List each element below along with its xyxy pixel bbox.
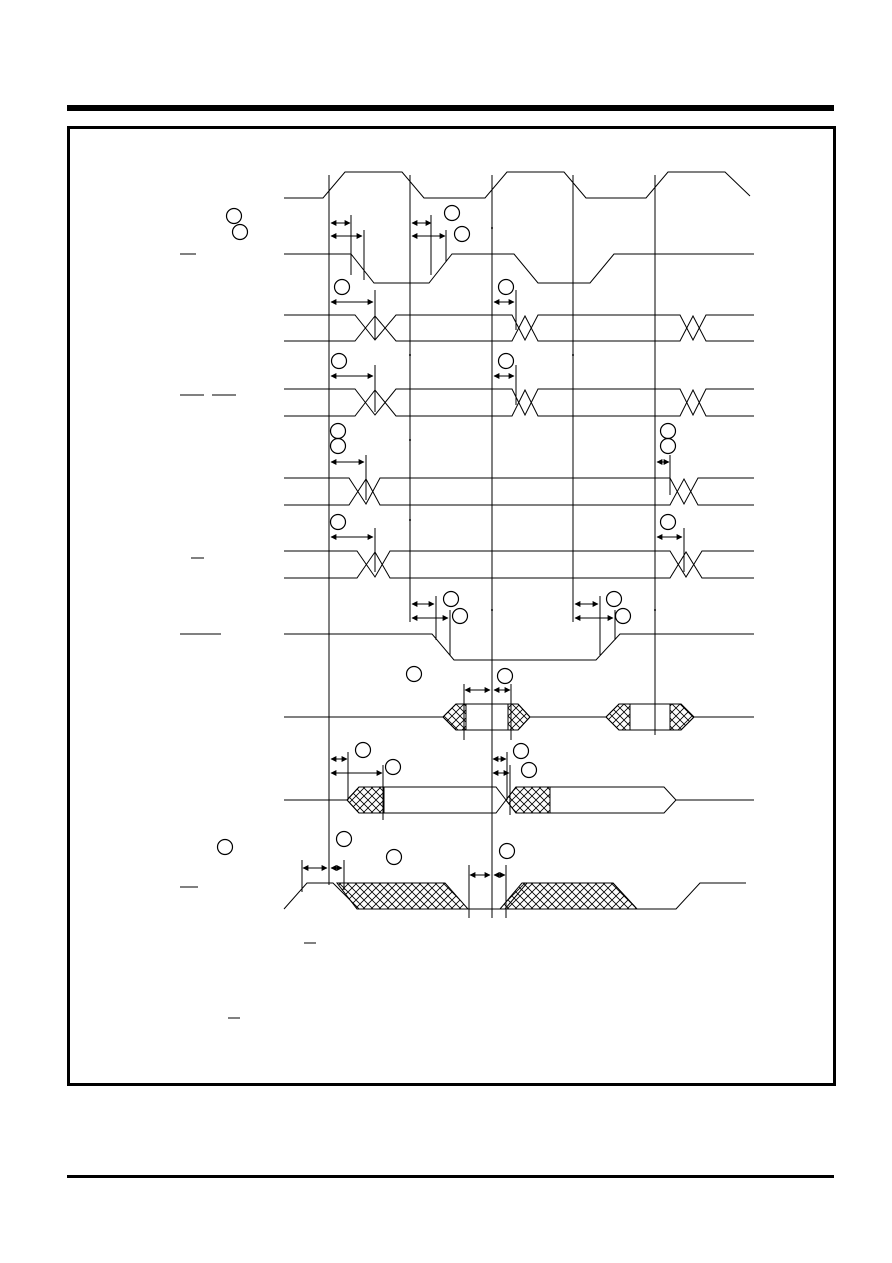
reference-lines	[328, 175, 656, 918]
circle-callout-icon	[231, 223, 249, 241]
signal-2-limits	[350, 215, 447, 280]
circle-callout-icon	[659, 513, 677, 531]
signal-9-hatch-1	[346, 786, 385, 814]
circle-callout-icon	[614, 607, 632, 625]
signal-7-waveform	[284, 633, 754, 661]
signal-9-arrows	[330, 756, 510, 776]
signal-10-limits	[301, 860, 507, 918]
signal-9-hatch-2	[505, 786, 551, 814]
signal-7-arrows	[411, 601, 614, 621]
circle-callout-icon	[335, 830, 353, 848]
circle-callout-icon	[329, 422, 347, 440]
circle-callout-icon	[443, 204, 461, 222]
circle-callout-icon	[659, 422, 677, 440]
circle-callout-icon	[333, 278, 351, 296]
signal-4-bus	[284, 388, 754, 417]
signal-10-arrows	[302, 865, 506, 878]
circle-callout-icons	[216, 204, 677, 866]
circle-callout-icon	[384, 758, 402, 776]
signal-3-bus	[284, 314, 754, 342]
signal-10-hatch-2	[498, 882, 639, 910]
circle-callout-icon	[216, 838, 234, 856]
circle-callout-icon	[497, 352, 515, 370]
circle-callout-icon	[442, 590, 460, 608]
circle-callout-icon	[329, 513, 347, 531]
circle-callout-icon	[329, 437, 347, 455]
circle-callout-icon	[659, 437, 677, 455]
circle-callout-icon	[496, 667, 514, 685]
circle-callout-icon	[520, 761, 538, 779]
signal-10-hatch-1	[335, 882, 470, 910]
signal-9-limits	[347, 752, 511, 820]
signal-2-arrows	[330, 220, 446, 239]
dot-markers	[409, 227, 656, 611]
signal-8-hatch-1a	[442, 703, 467, 731]
signal-8-hatch-2a	[605, 703, 631, 731]
signal-clock-waveform	[284, 171, 751, 199]
circle-callout-icon	[498, 842, 516, 860]
signal-8-hatch-1b	[507, 703, 531, 731]
circle-callout-icon	[405, 665, 423, 683]
circle-callout-icon	[330, 352, 348, 370]
signal-6-bus	[284, 550, 754, 579]
circle-callout-icon	[354, 741, 372, 759]
circle-callout-icon	[497, 278, 515, 296]
header-rule	[67, 105, 834, 111]
circle-callout-icon	[451, 607, 469, 625]
footer-rule	[67, 1175, 834, 1178]
signal-7-limits	[435, 596, 616, 655]
circle-callout-icon	[605, 590, 623, 608]
circle-callout-icon	[225, 207, 243, 225]
signal-8-hatch-2b	[669, 703, 695, 731]
circle-callout-icon	[453, 225, 471, 243]
diagram-frame	[67, 126, 836, 1086]
signal-2-waveform	[284, 253, 754, 284]
circle-callout-icon	[512, 742, 530, 760]
clock-ticks	[328, 180, 656, 192]
circle-callout-icon	[385, 848, 403, 866]
signal-5-bus	[284, 477, 754, 506]
